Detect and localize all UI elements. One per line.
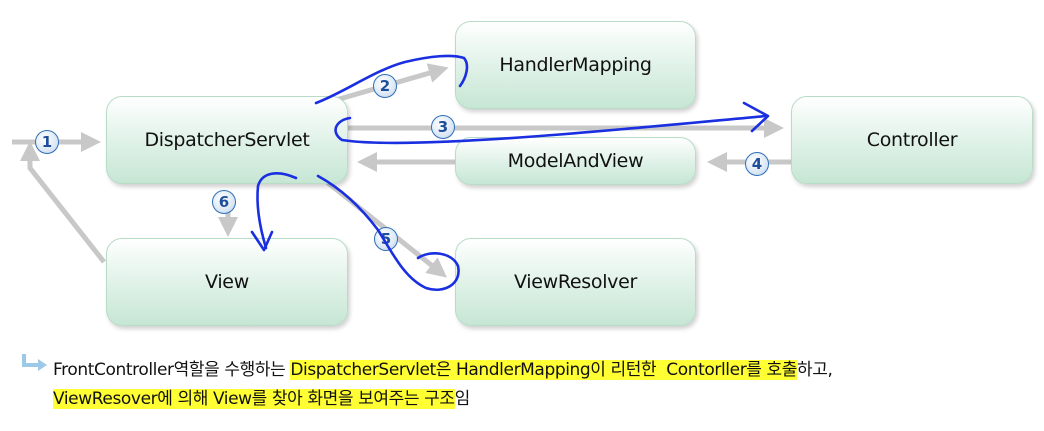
caption-line-1-end: 하고, bbox=[797, 360, 833, 380]
node-dispatcher-label: DispatcherServlet bbox=[144, 129, 310, 151]
step-badge-1: 1 bbox=[35, 130, 59, 154]
step-badge-3: 3 bbox=[431, 115, 455, 139]
node-view-resolver-label: ViewResolver bbox=[513, 271, 638, 293]
pen-stroke-controller bbox=[334, 114, 768, 145]
pen-arrowhead-view bbox=[250, 230, 274, 252]
pen-stroke-view bbox=[256, 172, 298, 250]
caption-line-2-highlight: ViewResover에 의해 View를 찾아 화면을 보여주는 구조 bbox=[53, 389, 455, 409]
node-view-label: View bbox=[205, 271, 249, 293]
caption: FrontController역할을 수행하는 DispatcherServle… bbox=[53, 356, 1038, 414]
node-view-resolver: ViewResolver bbox=[455, 238, 696, 326]
caption-line-2-end: 임 bbox=[454, 389, 471, 409]
bullet-arrow-icon bbox=[22, 354, 47, 371]
node-dispatcher-servlet: DispatcherServlet bbox=[106, 96, 348, 184]
node-view: View bbox=[106, 238, 348, 326]
step-badge-6: 6 bbox=[212, 190, 236, 214]
pen-stroke-handler bbox=[314, 54, 469, 105]
node-controller: Controller bbox=[791, 96, 1033, 184]
step-badge-2: 2 bbox=[373, 74, 397, 98]
pen-arrowhead-controller bbox=[742, 101, 770, 133]
step-badge-5: 5 bbox=[374, 227, 398, 251]
caption-line-2: ViewResover에 의해 View를 찾아 화면을 보여주는 구조임 bbox=[53, 385, 1038, 414]
node-model-and-view: ModelAndView bbox=[455, 137, 696, 185]
step-badge-4: 4 bbox=[745, 152, 769, 176]
node-controller-label: Controller bbox=[866, 129, 958, 151]
pen-stroke-resolver bbox=[316, 174, 460, 291]
node-model-and-view-label: ModelAndView bbox=[507, 150, 644, 172]
caption-line-1: FrontController역할을 수행하는 DispatcherServle… bbox=[53, 356, 1038, 385]
caption-line-1-start: FrontController역할을 수행하는 bbox=[53, 360, 291, 380]
arrow-return bbox=[20, 141, 106, 264]
node-handler-mapping: HandlerMapping bbox=[455, 21, 696, 109]
node-handler-mapping-label: HandlerMapping bbox=[499, 54, 652, 76]
caption-line-1-highlight: DispatcherServlet은 HandlerMapping이 리턴한 C… bbox=[290, 360, 798, 380]
